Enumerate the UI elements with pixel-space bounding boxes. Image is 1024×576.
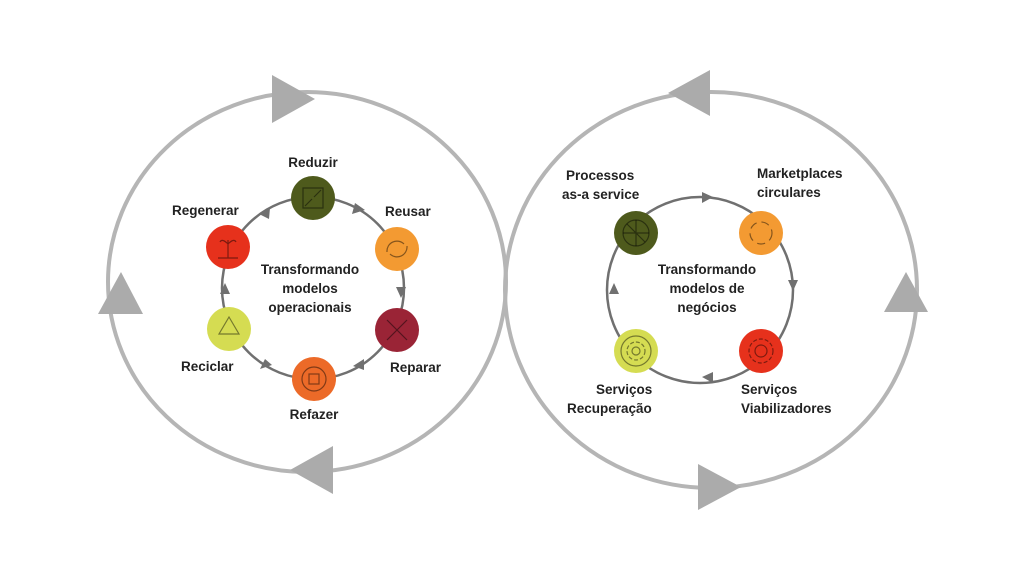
tools-icon [375,308,419,352]
gear-cycle-icon [614,329,658,373]
step-processos-as-a-service: Processos as-a service [562,168,658,255]
svg-text:modelos: modelos [282,281,338,296]
loop-arrow-right-icon [272,75,315,123]
loop-arrow-left-icon [668,70,710,116]
step-label: Viabilizadores [741,401,832,416]
step-reciclar: Reciclar [181,307,251,374]
ring-arrow-icon [260,359,272,369]
ring-arrow-icon [352,203,365,214]
step-label: Processos [566,168,634,183]
step-label: Reciclar [181,359,234,374]
svg-text:Transformando: Transformando [658,262,756,277]
step-label: Serviços [596,382,652,397]
ring-arrow-icon [220,283,230,294]
ring-arrow-icon [396,287,406,298]
step-regenerar: Regenerar [172,203,250,269]
step-label: Reparar [390,360,442,375]
loop-arrow-left-icon [290,446,333,494]
svg-text:modelos de: modelos de [669,281,745,296]
gear-box-icon [292,357,336,401]
recycle-icon [207,307,251,351]
step-refazer: Refazer [290,357,340,422]
sprout-icon [206,225,250,269]
step-marketplaces-circulares: Marketplaces circulares [739,166,843,255]
step-label: as-a service [562,187,640,202]
reuse-arrows-icon [375,227,419,271]
loop-arrow-right-icon [698,464,741,510]
ring-arrow-icon [353,359,364,370]
center-label-right: Transformando modelos de negócios [658,262,756,315]
step-label: Regenerar [172,203,240,218]
gear-wrench-icon [739,329,783,373]
loop-arrow-up-icon [884,272,928,312]
ring-arrow-icon [259,208,270,219]
svg-text:operacionais: operacionais [268,300,351,315]
step-label: Serviços [741,382,797,397]
ring-arrow-icon [609,283,619,294]
ring-arrow-icon [702,192,713,203]
step-reusar: Reusar [375,204,432,271]
step-reparar: Reparar [375,308,442,375]
globe-network-icon [614,211,658,255]
step-label: Reusar [385,204,432,219]
step-servicos-viabilizadores: Serviços Viabilizadores [739,329,832,416]
ring-arrow-icon [788,280,798,291]
step-servicos-recuperacao: Serviços Recuperação [567,329,658,416]
step-label: Recuperação [567,401,652,416]
step-label: circulares [757,185,821,200]
circular-arrows-icon [739,211,783,255]
step-label: Marketplaces [757,166,843,181]
compress-icon [291,176,335,220]
svg-text:Transformando: Transformando [261,262,359,277]
svg-text:negócios: negócios [677,300,736,315]
step-label: Refazer [290,407,340,422]
step-reduzir: Reduzir [288,155,338,220]
ring-arrow-icon [702,372,713,383]
center-label-left: Transformando modelos operacionais [261,262,359,315]
step-label: Reduzir [288,155,338,170]
loop-arrow-up-icon [98,272,143,314]
